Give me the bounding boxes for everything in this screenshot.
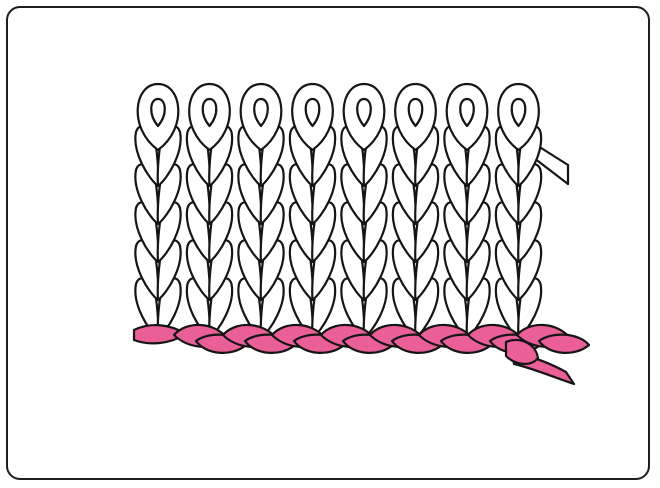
- cast-on-chain: [134, 325, 589, 384]
- stitch-columns: [135, 126, 541, 338]
- chain-link-lower: [539, 335, 589, 353]
